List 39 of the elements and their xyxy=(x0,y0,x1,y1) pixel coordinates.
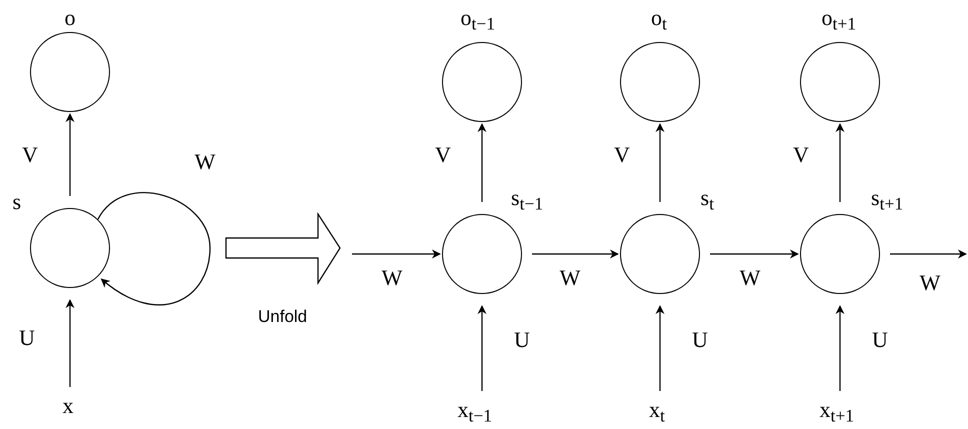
arrow xyxy=(352,250,441,258)
arrow xyxy=(532,250,619,258)
variable-label: x$_{t+1}$ xyxy=(820,399,854,425)
arrow xyxy=(890,250,967,258)
arrow xyxy=(710,250,799,258)
loop-arrow xyxy=(97,192,211,306)
arrow xyxy=(478,305,486,391)
arrow xyxy=(656,305,664,391)
variable-label: x$_{t−1}$ xyxy=(458,399,492,425)
variable-label: o xyxy=(64,7,76,29)
weight-label: W xyxy=(194,151,216,173)
weight-label: W xyxy=(920,272,940,294)
arrow xyxy=(478,123,486,202)
weight-label: V xyxy=(793,144,809,166)
variable-label: s$_{t−1}$ xyxy=(511,187,544,213)
weight-label: W xyxy=(560,267,580,289)
unfold-label: Unfold xyxy=(258,308,308,325)
variable-label: x$_{t}$ xyxy=(649,399,665,425)
weight-label: W xyxy=(740,267,760,289)
weight-label: U xyxy=(872,329,888,351)
variable-label: x xyxy=(62,395,74,417)
weight-label: V xyxy=(614,144,630,166)
variable-label: o$_{t}$ xyxy=(651,7,667,33)
weight-label: U xyxy=(514,329,530,351)
variable-label: s$_{t+1}$ xyxy=(871,187,904,213)
weight-label: V xyxy=(22,144,38,166)
weight-label: U xyxy=(19,327,35,349)
variable-label: s xyxy=(12,191,22,213)
arrow xyxy=(836,123,844,202)
weight-label: U xyxy=(692,329,708,351)
variable-label: o$_{t+1}$ xyxy=(822,7,856,33)
weight-label: V xyxy=(435,144,451,166)
arrow xyxy=(66,299,74,387)
arrow xyxy=(66,113,74,196)
weight-label: W xyxy=(382,267,402,289)
arrow xyxy=(656,123,664,202)
arrow xyxy=(836,305,844,391)
variable-label: s$_{t}$ xyxy=(700,187,714,213)
variable-label: o$_{t−1}$ xyxy=(460,7,496,33)
